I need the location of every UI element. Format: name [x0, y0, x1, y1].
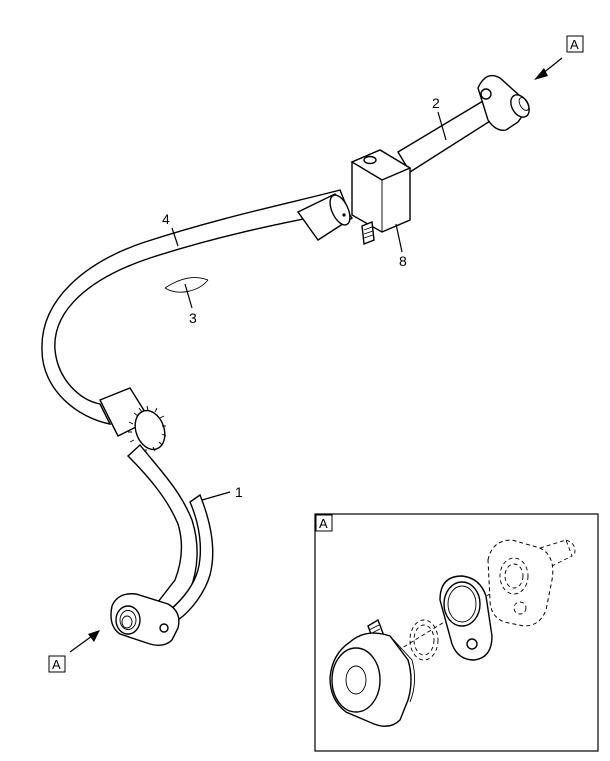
callout-8: 8 — [399, 253, 407, 269]
coupling-sleeve-lower — [99, 387, 167, 453]
tube-assembly — [41, 74, 530, 647]
flange-fitting-detail — [329, 618, 415, 727]
callout-1: 1 — [235, 484, 243, 500]
flange-fitting-right — [477, 74, 530, 131]
view-label-top-right: A — [570, 37, 579, 52]
flange-fitting-lower — [110, 593, 180, 647]
tube-bent-main — [41, 189, 349, 425]
clamp-bracket — [350, 149, 412, 245]
callout-3: 3 — [189, 310, 197, 326]
coupling-sleeve-upper — [296, 193, 353, 241]
phantom-flange — [487, 539, 576, 627]
detail-view-box: A — [314, 513, 599, 752]
view-arrow-top-right: A — [534, 35, 584, 80]
view-label-bottom-left: A — [52, 657, 61, 672]
detail-box-label: A — [319, 516, 328, 531]
view-arrow-bottom-left: A — [48, 630, 100, 673]
phantom-o-ring — [409, 619, 439, 661]
callout-2: 2 — [432, 95, 440, 111]
gasket — [439, 575, 493, 661]
tube-lower-bent — [126, 443, 214, 621]
callout-4: 4 — [162, 211, 170, 227]
